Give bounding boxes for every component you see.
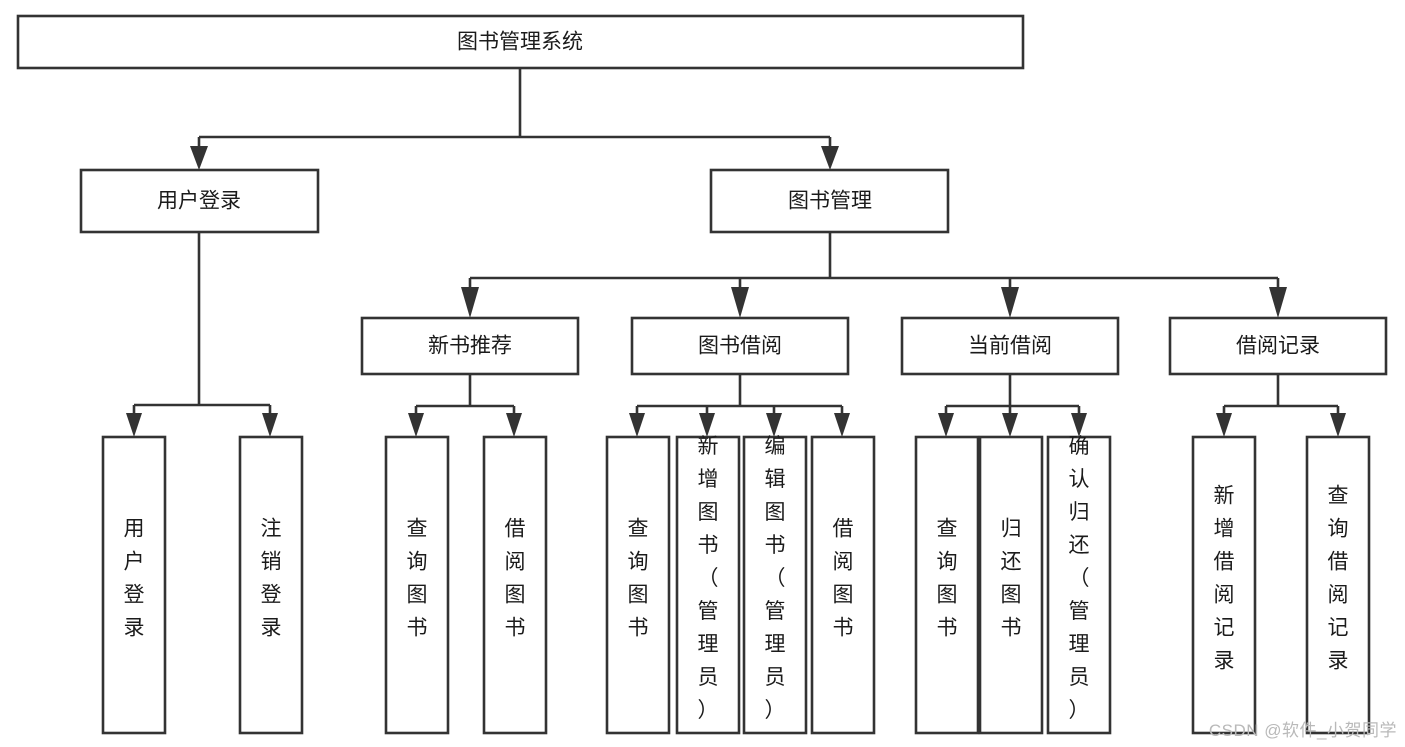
node-leaf-borrow-book-1-box[interactable] bbox=[482, 435, 548, 735]
node-leaf-borrow-book-2-box[interactable] bbox=[810, 435, 876, 735]
node-leaf-add-record-label: 新增借阅记录 bbox=[1214, 485, 1235, 673]
node-leaf-add-book-label: 新增图书（管理员） bbox=[698, 435, 719, 722]
node-leaf-confirm-return-label: 确认归还（管理员） bbox=[1069, 435, 1090, 722]
node-leaf-return-book[interactable]: 归还图书 bbox=[978, 435, 1044, 735]
arrowhead-current-borrow bbox=[1001, 287, 1019, 318]
node-leaf-confirm-return-box[interactable] bbox=[1046, 435, 1112, 735]
node-leaf-query-book-3[interactable]: 查询图书 bbox=[914, 435, 980, 735]
node-leaf-edit-book-label: 编辑图书（管理员） bbox=[765, 435, 786, 722]
node-leaf-query-book-3-box[interactable] bbox=[914, 435, 980, 735]
node-leaf-query-book-1-label: 查询图书 bbox=[407, 518, 428, 640]
node-leaf-query-book-1[interactable]: 查询图书 bbox=[384, 435, 450, 735]
node-root[interactable]: 图书管理系统 bbox=[16, 14, 1025, 70]
node-leaf-add-book[interactable]: 新增图书（管理员） bbox=[675, 435, 741, 735]
node-leaf-return-book-box[interactable] bbox=[978, 435, 1044, 735]
node-new-book-rec-label: 新书推荐 bbox=[428, 335, 512, 358]
arrowhead-new-book-rec bbox=[461, 287, 479, 318]
node-leaf-add-record-box[interactable] bbox=[1191, 435, 1257, 735]
node-leaf-user-login-label: 用户登录 bbox=[124, 518, 145, 640]
arrowhead-leaf-query-book-2 bbox=[629, 413, 645, 437]
node-new-book-rec-box[interactable] bbox=[360, 316, 580, 376]
arrowhead-leaf-user-login bbox=[126, 413, 142, 437]
node-leaf-query-book-2-box[interactable] bbox=[605, 435, 671, 735]
arrowhead-leaf-query-book-3 bbox=[938, 413, 954, 437]
arrowhead-borrow-record bbox=[1269, 287, 1287, 318]
node-book-borrow[interactable]: 图书借阅 bbox=[630, 316, 850, 376]
node-book-borrow-label: 图书借阅 bbox=[698, 335, 782, 358]
node-leaf-borrow-book-2[interactable]: 借阅图书 bbox=[810, 435, 876, 735]
node-borrow-record-label: 借阅记录 bbox=[1236, 335, 1320, 358]
node-user-login-label: 用户登录 bbox=[157, 190, 241, 213]
arrowhead-leaf-query-book-1 bbox=[408, 413, 424, 437]
arrowhead-book-borrow bbox=[731, 287, 749, 318]
node-leaf-add-record[interactable]: 新增借阅记录 bbox=[1191, 435, 1257, 735]
node-user-login-box[interactable] bbox=[79, 168, 320, 234]
node-new-book-rec[interactable]: 新书推荐 bbox=[360, 316, 580, 376]
node-leaf-edit-book-box[interactable] bbox=[742, 435, 808, 735]
node-leaf-query-record-label: 查询借阅记录 bbox=[1328, 485, 1349, 673]
node-leaf-edit-book[interactable]: 编辑图书（管理员） bbox=[742, 435, 808, 735]
connector-layer bbox=[126, 68, 1346, 437]
node-book-manage[interactable]: 图书管理 bbox=[709, 168, 950, 234]
node-current-borrow-box[interactable] bbox=[900, 316, 1120, 376]
node-leaf-user-logout-label: 注销登录 bbox=[261, 518, 282, 640]
node-root-label: 图书管理系统 bbox=[457, 31, 583, 54]
node-leaf-query-record-box[interactable] bbox=[1305, 435, 1371, 735]
node-leaf-confirm-return[interactable]: 确认归还（管理员） bbox=[1046, 435, 1112, 735]
node-leaf-return-book-label: 归还图书 bbox=[1001, 518, 1022, 640]
node-leaf-borrow-book-1-label: 借阅图书 bbox=[505, 518, 526, 640]
arrowhead-leaf-return-book bbox=[1002, 413, 1018, 437]
arrowhead-user-login bbox=[190, 146, 208, 170]
node-current-borrow-label: 当前借阅 bbox=[968, 335, 1052, 358]
node-current-borrow[interactable]: 当前借阅 bbox=[900, 316, 1120, 376]
arrowhead-leaf-add-record bbox=[1216, 413, 1232, 437]
node-leaf-query-book-3-label: 查询图书 bbox=[937, 518, 958, 640]
node-leaf-query-record[interactable]: 查询借阅记录 bbox=[1305, 435, 1371, 735]
arrowhead-book-manage bbox=[821, 146, 839, 170]
node-book-manage-box[interactable] bbox=[709, 168, 950, 234]
arrowhead-leaf-user-logout bbox=[262, 413, 278, 437]
arrowhead-leaf-edit-book bbox=[766, 413, 782, 437]
node-leaf-add-book-box[interactable] bbox=[675, 435, 741, 735]
node-leaf-borrow-book-1[interactable]: 借阅图书 bbox=[482, 435, 548, 735]
arrowhead-leaf-query-record bbox=[1330, 413, 1346, 437]
node-book-manage-label: 图书管理 bbox=[788, 190, 872, 213]
node-leaf-query-book-2-label: 查询图书 bbox=[628, 518, 649, 640]
node-leaf-query-book-1-box[interactable] bbox=[384, 435, 450, 735]
arrowhead-leaf-confirm-return bbox=[1071, 413, 1087, 437]
node-leaf-query-book-2[interactable]: 查询图书 bbox=[605, 435, 671, 735]
node-leaf-borrow-book-2-label: 借阅图书 bbox=[833, 518, 854, 640]
node-root-box[interactable] bbox=[16, 14, 1025, 70]
node-user-login[interactable]: 用户登录 bbox=[79, 168, 320, 234]
node-book-borrow-box[interactable] bbox=[630, 316, 850, 376]
node-leaf-user-logout[interactable]: 注销登录 bbox=[238, 435, 304, 735]
arrowhead-leaf-add-book bbox=[699, 413, 715, 437]
node-borrow-record-box[interactable] bbox=[1168, 316, 1388, 376]
node-leaf-user-login-box[interactable] bbox=[101, 435, 167, 735]
node-leaf-user-logout-box[interactable] bbox=[238, 435, 304, 735]
arrowhead-leaf-borrow-book-1 bbox=[506, 413, 522, 437]
arrowhead-leaf-borrow-book-2 bbox=[834, 413, 850, 437]
node-borrow-record[interactable]: 借阅记录 bbox=[1168, 316, 1388, 376]
node-leaf-user-login[interactable]: 用户登录 bbox=[101, 435, 167, 735]
